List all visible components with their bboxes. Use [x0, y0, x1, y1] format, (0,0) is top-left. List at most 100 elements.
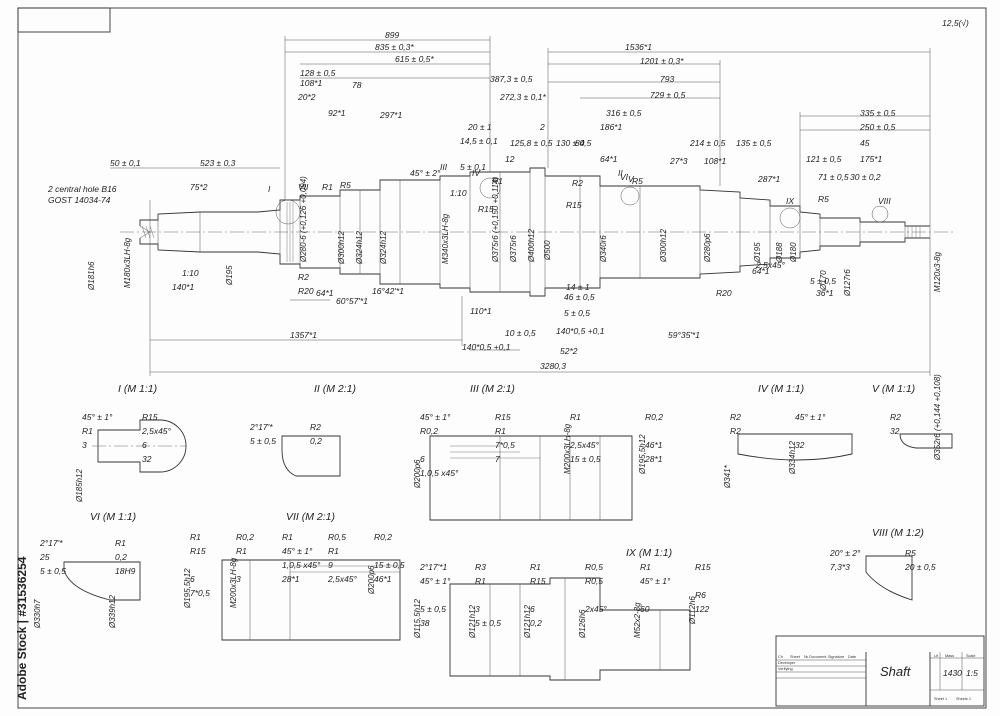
detail-dimension-label: 45° ± 1°: [82, 412, 113, 422]
detail-dimension-label: R15: [142, 412, 158, 422]
main-dim-bottom-label: 60°57'*1: [336, 296, 368, 306]
main-diameter-label: M180x3LH-8g: [123, 237, 132, 288]
roughness-symbol: 12,5(√): [942, 18, 969, 28]
tb-row-developer: Developer: [778, 661, 796, 665]
main-dim-top-label: 45° ± 2°: [410, 168, 441, 178]
detail-dimension-label: 45° ± 1°: [420, 576, 451, 586]
main-dim-top-label: 523 ± 0,3: [200, 158, 236, 168]
detail-dimension-label: Ø341*: [723, 464, 732, 489]
detail-dimension-label: 32: [795, 440, 805, 450]
main-dim-top-label: 615 ± 0,5*: [395, 54, 434, 64]
main-dim-bottom-label: 1:10: [182, 268, 199, 278]
detail-dimension-label: M200x3LH-8g: [229, 557, 238, 608]
detail-dimension-label: 2°17'*: [249, 422, 273, 432]
detail-dimension-label: 5 ± 0,5: [40, 566, 66, 576]
main-callout-label: VII: [298, 182, 309, 192]
main-callout-label: III: [440, 162, 448, 172]
main-dim-top-label: 5 ± 0,1: [460, 162, 486, 172]
detail-dimension-label: 2,5x45°: [569, 440, 600, 450]
detail-dimension-label: 32: [890, 426, 900, 436]
main-dim-top-label: 297*1: [379, 110, 402, 120]
main-radius-label: R15: [566, 200, 582, 210]
main-dim-top-label: 84: [575, 138, 585, 148]
detail-dimension-label: R1: [495, 426, 506, 436]
main-dim-top-label: 1536*1: [625, 42, 652, 52]
detail-dimension-label: 6: [420, 454, 425, 464]
detail-dimension-label: R1: [640, 562, 651, 572]
detail-dimension-label: R2: [890, 412, 901, 422]
part-scale: 1:5: [966, 668, 978, 678]
main-diameter-label: Ø127r6: [843, 269, 852, 297]
main-dim-bottom-label: 5 ± 0,5: [564, 308, 590, 318]
main-diameter-label: Ø180: [789, 242, 798, 263]
header-lit: Lit: [934, 654, 939, 658]
detail-titles: I (M 1:1)II (M 2:1)III (M 2:1)IV (M 1:1)…: [90, 383, 924, 559]
detail-title: VIII (M 1:2): [872, 527, 924, 539]
main-dim-top-label: 78: [352, 80, 362, 90]
detail-dimension-label: 5 ± 0,5: [250, 436, 276, 446]
detail-dimension-label: R1: [115, 538, 126, 548]
detail-dimension-label: 3: [82, 440, 87, 450]
main-dim-bottom-label: 1357*1: [290, 330, 317, 340]
main-dim-top-label: 30 ± 0,2: [850, 172, 881, 182]
detail-dimension-label: 46*1: [645, 440, 663, 450]
main-dim-bottom-label: 52*2: [560, 346, 578, 356]
detail-dimension-label: 28*1: [644, 454, 663, 464]
detail-dimension-label: 15 ± 0,5: [374, 560, 405, 570]
main-dim-top-label: 186*1: [600, 122, 622, 132]
detail-dimension-label: 3: [236, 574, 241, 584]
detail-dimension-label: R1: [328, 546, 339, 556]
main-diameter-label: Ø400h12: [527, 229, 536, 263]
main-dim-top-label: 121 ± 0,5: [806, 154, 842, 164]
main-radius-label: R20: [716, 288, 732, 298]
main-radius-label: R5: [340, 180, 351, 190]
detail-dimension-label: Ø334h12: [788, 441, 797, 475]
main-dim-bottom-label: 110*1: [470, 306, 492, 316]
drawing-frame: [17, 7, 987, 709]
detail-dimension-label: 2,5x45°: [327, 574, 358, 584]
detail-dimension-label: R0,5: [585, 562, 603, 572]
main-dim-bottom-label: 46 ± 0,5: [564, 292, 595, 302]
detail-dimension-label: 122: [695, 604, 709, 614]
main-radius-label: R1: [492, 176, 503, 186]
detail-dimension-label: R0,5: [328, 532, 346, 542]
main-dim-top-label: 64*1: [600, 154, 618, 164]
main-diameter-label: Ø280-6 (+0,126 +0,094): [299, 176, 308, 263]
main-dim-bottom-label: 3280,3: [540, 361, 566, 371]
main-dim-bottom-label: 16°42'*1: [372, 286, 404, 296]
detail-dimension-label: 2°17'*: [39, 538, 63, 548]
detail-dimension-label: Ø195,5h12: [183, 568, 192, 609]
detail-dimension-label: 6: [142, 440, 147, 450]
detail-dimension-label: Ø112h6: [688, 596, 697, 625]
main-diameter-label: Ø500: [543, 240, 552, 261]
detail-dimension-label: 0,2: [115, 552, 127, 562]
detail-dimension-label: 28*1: [281, 574, 300, 584]
detail-dimension-label: R0,5: [585, 576, 603, 586]
detail-dimension-label: 0,2: [530, 618, 542, 628]
stock-watermark: Adobe Stock | #31536254: [15, 556, 29, 700]
main-dim-top-label: 12: [505, 154, 515, 164]
detail-dimension-label: R0,2: [374, 532, 392, 542]
detail-dimension-label: 0,2: [310, 436, 322, 446]
main-dim-top-label: 387,3 ± 0,5: [490, 74, 533, 84]
main-dim-bottom-label: 140*1: [172, 282, 194, 292]
detail-dimension-label: Ø352r6 (+0,144 +0,108): [933, 374, 942, 461]
main-dim-bottom-label: 14 ± 1: [566, 282, 590, 292]
main-dim-top-label: 835 ± 0,3*: [375, 42, 414, 52]
detail-dimension-label: Ø330h7: [33, 599, 42, 629]
detail-dimension-label: R3: [475, 562, 486, 572]
detail-dimension-label: 1,0,5 x45°: [282, 560, 321, 570]
main-radius-label: R20: [298, 286, 314, 296]
main-dim-top-label: 71 ± 0,5: [818, 172, 849, 182]
detail-dimension-label: R0,2: [420, 426, 438, 436]
main-diameter-label: Ø375r6: [509, 235, 518, 263]
main-shaft-view: [110, 36, 955, 376]
main-dim-top-label: 27*3: [669, 156, 688, 166]
main-dim-top-label: 793: [660, 74, 674, 84]
detail-dimension-label: Ø115,5h12: [413, 598, 422, 639]
detail-dimension-label: 38: [420, 618, 430, 628]
main-dim-top-label: 214 ± 0,5: [689, 138, 726, 148]
main-diameter-label: Ø324h12: [355, 231, 364, 265]
main-dim-bottom-label: 140*0,5 +0,1: [556, 326, 605, 336]
detail-dimension-label: R1: [570, 412, 581, 422]
